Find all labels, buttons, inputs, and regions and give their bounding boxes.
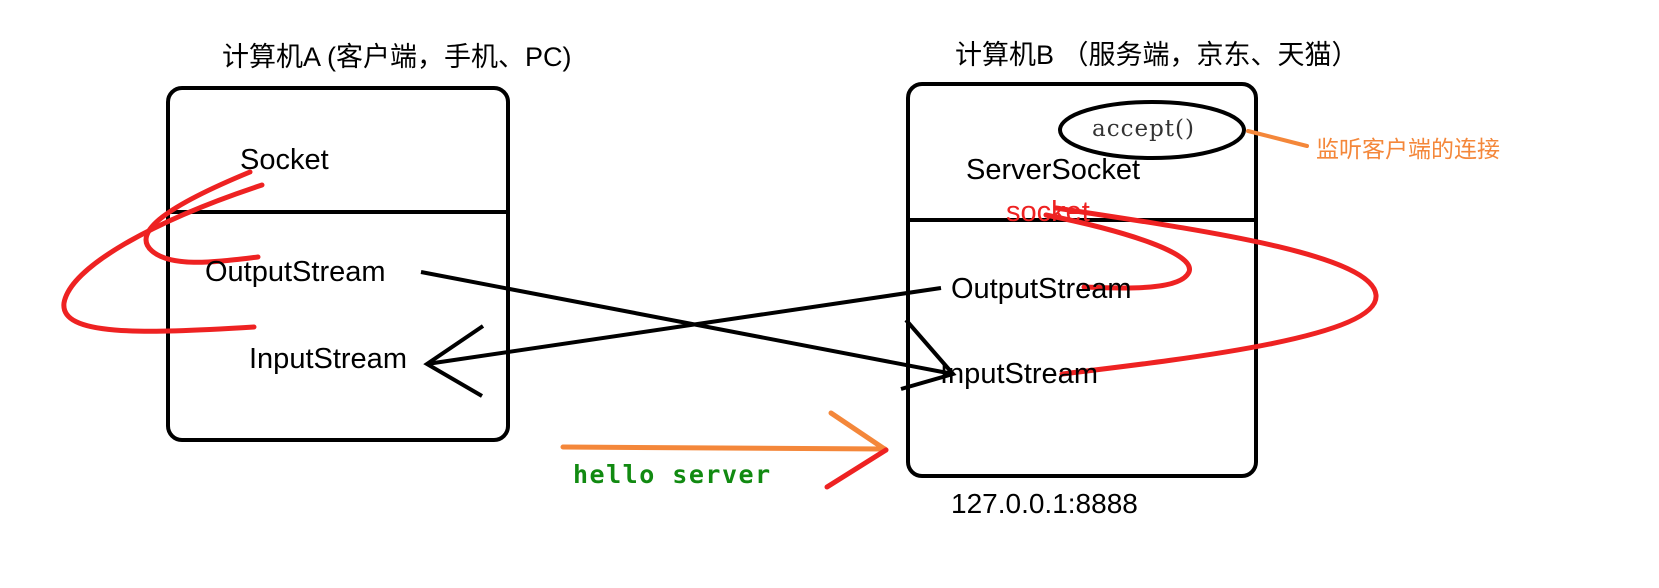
server-socket-to-inputstream-curve: [1053, 205, 1379, 377]
server-address-label: 127.0.0.1:8888: [951, 488, 1138, 519]
message-arrow-shaft: [560, 444, 888, 452]
accept-call-label: accept(): [1092, 116, 1195, 142]
message-arrowhead-lower: [824, 447, 889, 490]
server-output-to-client-input-arrow: [426, 286, 942, 366]
server-socket-label: socket: [1006, 196, 1090, 228]
server-input-arrowhead: [900, 318, 957, 391]
server-title: 计算机B （服务端，京东、天猫）: [955, 40, 1359, 70]
client-socket-label: Socket: [240, 144, 329, 176]
message-label: hello server: [573, 460, 772, 489]
client-input-arrowhead: [423, 324, 485, 398]
client-title: 计算机A (客户端，手机、PC): [222, 42, 572, 72]
client-outputstream-label: OutputStream: [205, 256, 386, 288]
accept-ellipse: [1058, 100, 1246, 160]
accept-note-label: 监听客户端的连接: [1316, 136, 1500, 162]
accept-note-leader-line: [1246, 129, 1309, 148]
server-serversocket-label: ServerSocket: [966, 154, 1141, 186]
server-inputstream-label: InputStream: [940, 358, 1098, 390]
client-output-to-server-input-arrow: [420, 270, 954, 376]
client-box: [166, 86, 510, 442]
server-socket-to-outputstream-curve: [1043, 212, 1192, 291]
message-arrowhead-upper: [828, 410, 889, 453]
server-outputstream-label: OutputStream: [951, 273, 1132, 305]
client-socket-to-outputstream-curve: [143, 169, 261, 265]
client-socket-to-inputstream-curve: [61, 182, 265, 334]
client-inputstream-label: InputStream: [249, 343, 407, 375]
server-box: [906, 82, 1258, 478]
